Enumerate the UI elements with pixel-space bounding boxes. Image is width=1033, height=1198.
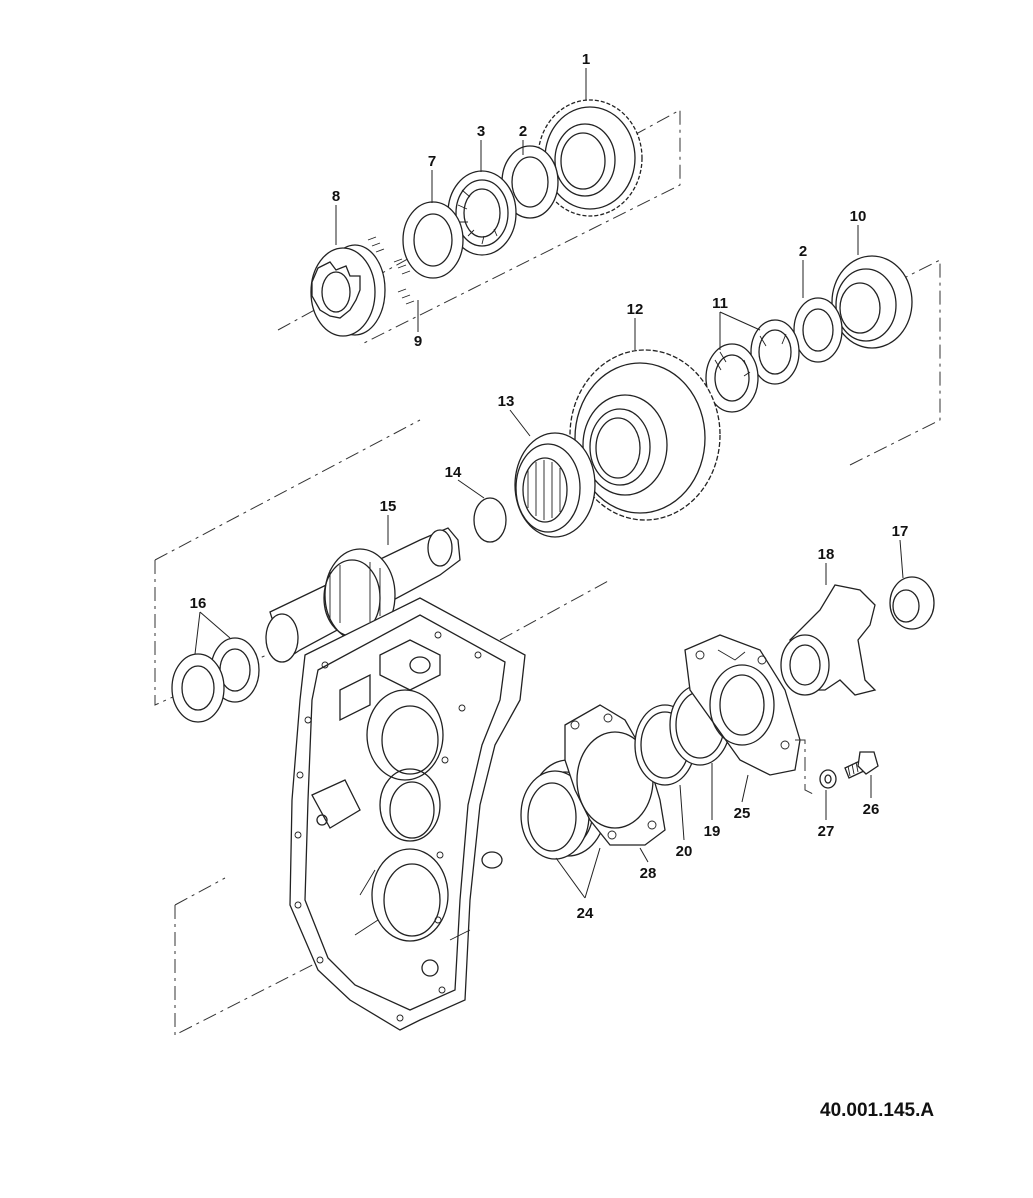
callout-16: 16 <box>190 595 207 612</box>
part-27-lock-washer <box>819 769 837 789</box>
part-26-bolt <box>844 751 879 779</box>
callout-7: 7 <box>428 153 436 170</box>
part-18-yoke-flange <box>780 584 877 696</box>
callout-12: 12 <box>627 301 644 318</box>
callout-13: 13 <box>498 393 515 410</box>
part-16-bearing-pair <box>171 637 260 723</box>
assembly-axis-lines <box>154 109 941 1036</box>
part-11-needle-bearings <box>705 319 800 413</box>
callout-2-lower: 2 <box>799 243 807 260</box>
part-12-main-helical-gear <box>569 349 721 521</box>
callout-18: 18 <box>818 546 835 563</box>
part-15-output-shaft <box>265 527 461 663</box>
callout-10: 10 <box>850 208 867 225</box>
part-14-snap-ring <box>473 497 507 543</box>
diagram-reference-code: 40.001.145.A <box>820 1100 935 1121</box>
part-1-helical-gear <box>537 99 643 217</box>
callout-labels: 1 2 3 7 8 9 10 2 11 12 13 14 15 16 17 18… <box>190 51 909 922</box>
callout-19: 19 <box>704 823 721 840</box>
callout-3: 3 <box>477 123 485 140</box>
callout-26: 26 <box>863 801 880 818</box>
leader-lines <box>194 68 904 899</box>
callout-11: 11 <box>712 295 728 312</box>
callout-14: 14 <box>445 464 462 481</box>
part-25-bearing-cover <box>684 634 801 776</box>
callout-8: 8 <box>332 188 340 205</box>
callout-17: 17 <box>892 523 909 540</box>
gearbox-housing <box>289 597 526 1031</box>
part-7-thrust-washer <box>402 201 464 279</box>
callout-15: 15 <box>380 498 397 515</box>
callout-1: 1 <box>582 51 590 68</box>
callout-27: 27 <box>818 823 835 840</box>
part-2-thrust-washer-lower <box>793 297 843 363</box>
callout-20: 20 <box>676 843 693 860</box>
housing-bolt-holes <box>294 631 482 1022</box>
part-17-flange-nut <box>889 576 935 630</box>
callout-25: 25 <box>734 805 751 822</box>
callout-2-upper: 2 <box>519 123 527 140</box>
callout-28: 28 <box>640 865 657 882</box>
part-9-springs <box>367 236 415 305</box>
callout-9: 9 <box>414 333 422 350</box>
part-8-dog-clutch-hub <box>310 236 415 337</box>
part-10-tapered-bearing <box>831 255 913 349</box>
callout-24: 24 <box>577 905 594 922</box>
part-13-sliding-sleeve <box>514 432 596 538</box>
